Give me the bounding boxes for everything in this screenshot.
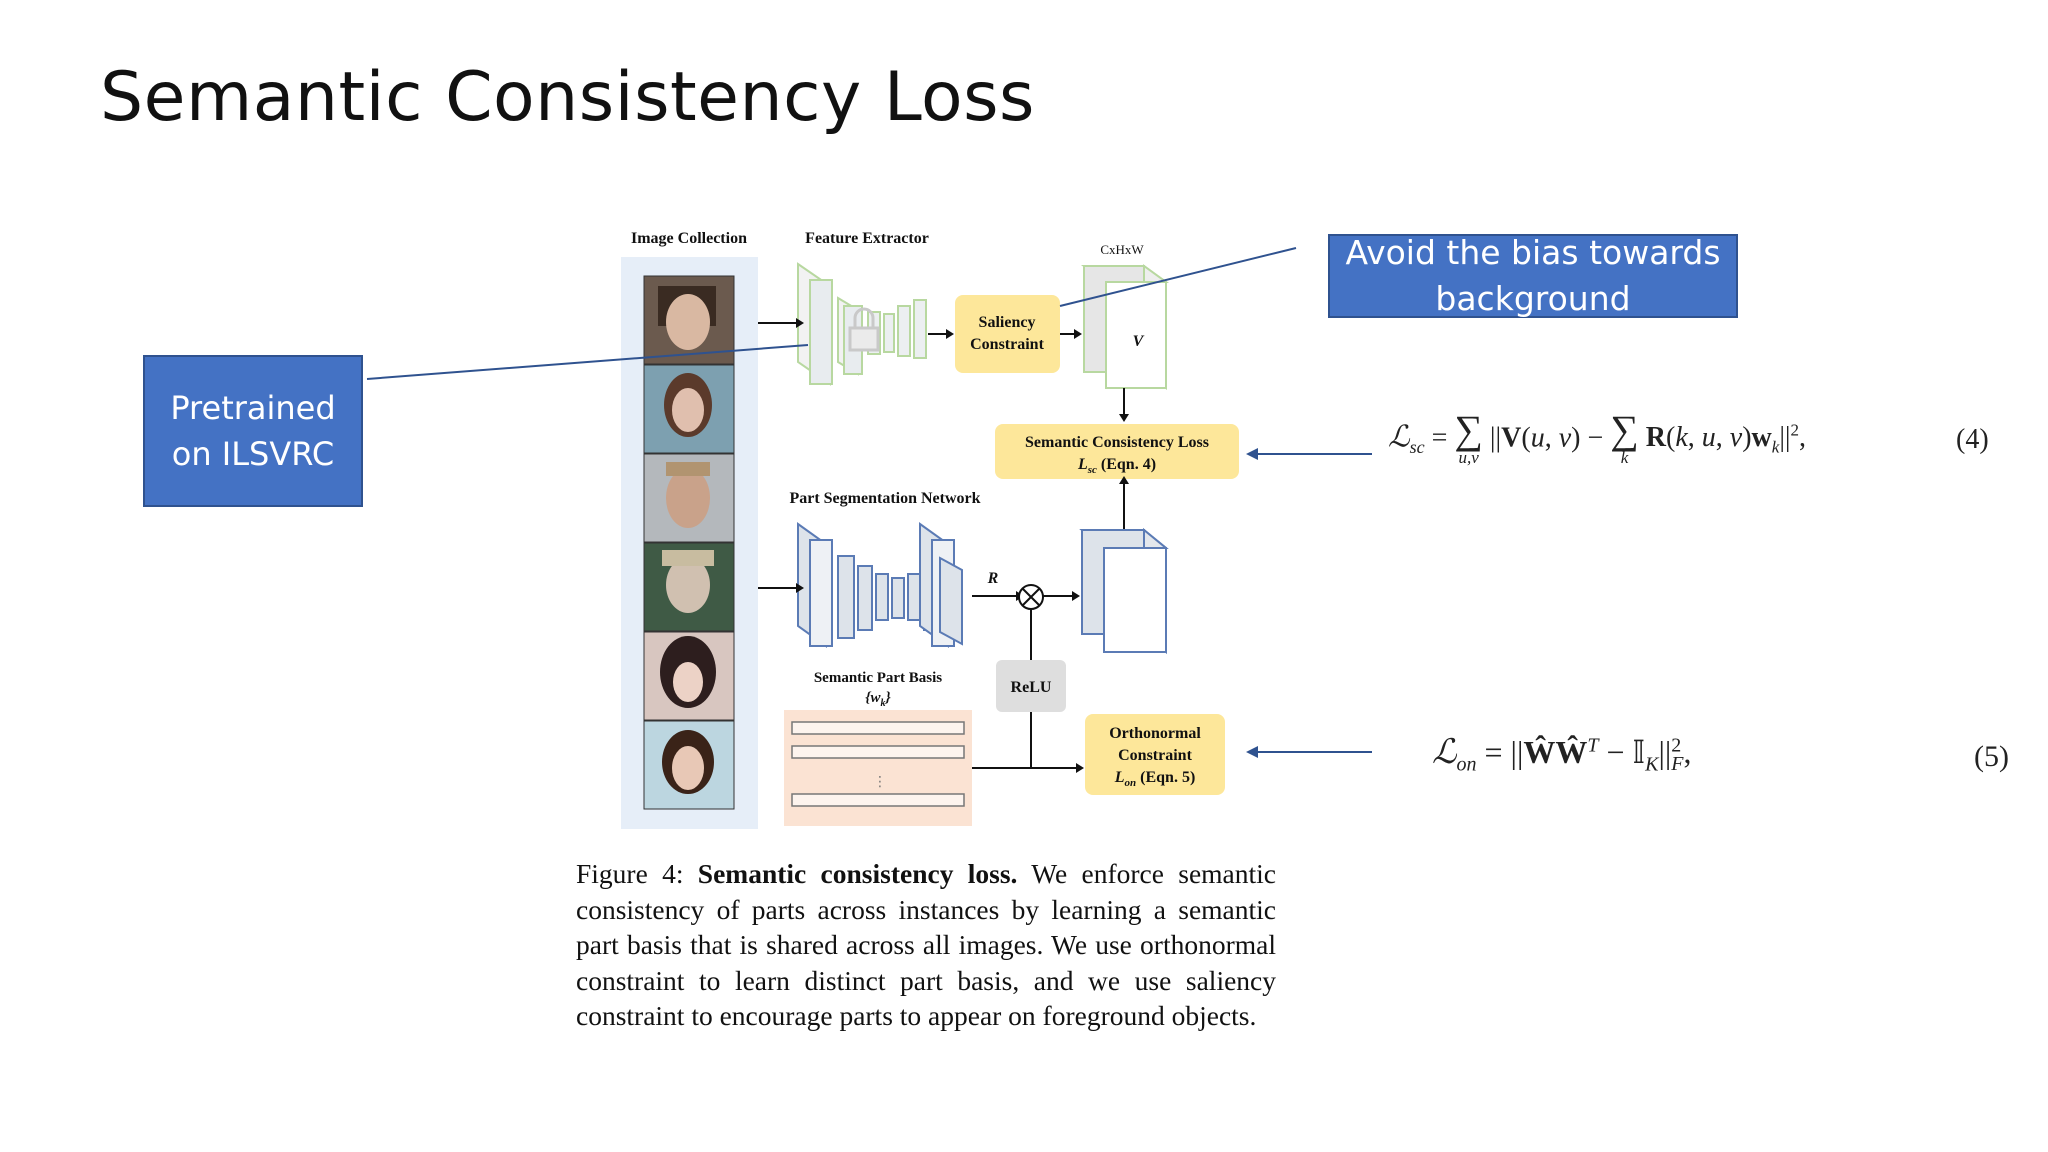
v-tensor-cube [1080,264,1170,390]
output-tensor-cube [1079,527,1169,655]
semantic-consistency-loss-box [995,424,1239,479]
ortho-label-3: Lon (Eqn. 5) [1114,769,1196,789]
saliency-constraint-box [955,295,1060,373]
r-label: R [987,570,999,587]
part-segmentation-network [797,522,963,648]
slide-title: Semantic Consistency Loss [100,58,1035,137]
caption-text: We enforce semantic consistency of parts… [576,858,1276,1031]
multiply-operator-icon [1018,584,1044,610]
callout-bias: Avoid the bias towards background [1328,233,1738,318]
face-images [643,275,735,810]
callout-text: on ILSVRC [171,435,335,473]
image-collection-label: Image Collection [631,230,747,247]
semantic-part-basis-symbol: {wk} [865,690,891,709]
callout-leader-line [1059,247,1297,307]
basis-vectors [791,721,965,807]
equation-5-number: (5) [1974,740,2009,773]
caption-bold: Semantic consistency loss. [697,858,1018,889]
equation-4-number: (4) [1956,424,1989,455]
scl-label: Semantic Consistency Loss [1025,434,1209,451]
equation-5: ℒon = ||ŴŴT − 𝕀K||2F, [1432,734,1692,776]
ortho-label-1: Orthonormal [1109,725,1201,742]
feature-extractor-label: Feature Extractor [805,230,929,247]
equation-4: ℒsc = ∑u,v ||V(u, v) − ∑k R(k, u, v)wk||… [1388,407,1807,468]
relu-label: ReLU [1011,679,1052,696]
orthonormal-constraint-box [1085,714,1225,795]
saliency-constraint-label: Saliency [979,314,1036,331]
figure-caption: Figure 4: Semantic consistency loss. We … [576,856,1276,1034]
feature-extractor-network [797,262,927,386]
lock-icon [848,307,880,352]
saliency-constraint-label-2: Constraint [970,336,1044,353]
v-label: V [1133,333,1145,350]
ortho-label-2: Constraint [1118,747,1192,764]
scl-eqn-label: Lsc (Eqn. 4) [1077,456,1156,476]
callout-leader-line [366,344,809,380]
callout-text: Pretrained [170,389,336,427]
basis-dots: ⋮ [873,774,887,790]
semantic-part-basis-label: Semantic Part Basis [814,670,942,686]
relu-box [996,660,1066,712]
caption-prefix: Figure 4: [576,858,698,889]
part-segmentation-label: Part Segmentation Network [789,490,980,507]
callout-text: Avoid the bias towards [1345,233,1721,272]
callout-text: background [1435,279,1631,318]
chw-label: CxHxW [1100,242,1144,257]
callout-pretrained: Pretrained on ILSVRC [143,355,363,507]
